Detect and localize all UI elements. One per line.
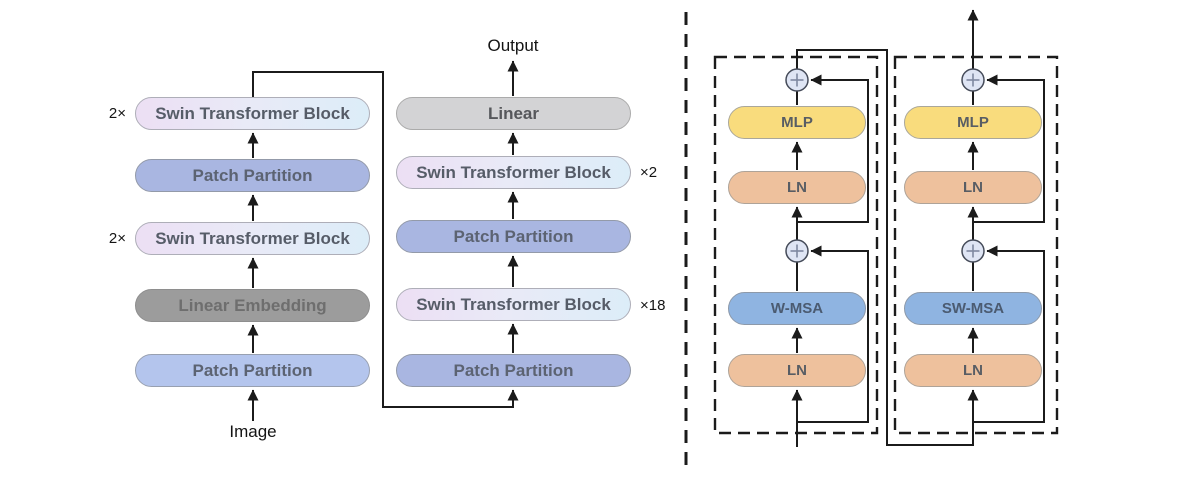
block-linear-head: Linear <box>396 97 631 130</box>
block1-wiring <box>791 49 979 447</box>
block1-add-top-icon <box>785 68 809 92</box>
block-linear-embedding: Linear Embedding <box>135 289 370 322</box>
block2-residual-lower <box>973 245 1045 423</box>
block1-ln-bottom: LN <box>728 354 866 387</box>
connector-block1-to-block2 <box>796 49 979 446</box>
block2-sw-msa: SW-MSA <box>904 292 1042 325</box>
block2-ln-bottom: LN <box>904 354 1042 387</box>
block-swin-transformer-stage3: Swin Transformer Block <box>396 156 631 189</box>
block-patch-partition-stage2: Patch Partition <box>396 354 631 387</box>
left-flow-arrows <box>247 60 519 421</box>
block1-mlp: MLP <box>728 106 866 139</box>
block1-add-bottom-icon <box>785 239 809 263</box>
block2-mlp: MLP <box>904 106 1042 139</box>
block2-add-top-icon <box>961 68 985 92</box>
block1-ln-top: LN <box>728 171 866 204</box>
connector-column1-to-column2 <box>252 71 519 408</box>
block-swin-transformer-stage1: Swin Transformer Block <box>135 97 370 130</box>
label-output: Output <box>487 36 539 55</box>
block2-wiring <box>967 9 1045 423</box>
block-patch-partition-stage3: Patch Partition <box>396 220 631 253</box>
block1-residual-upper <box>797 74 869 223</box>
label-image-input: Image <box>229 422 277 441</box>
label-multiplier-stage0: 2× <box>108 230 126 247</box>
block1-dashed-box <box>713 55 879 435</box>
block-swin-transformer-stage2: Swin Transformer Block <box>396 288 631 321</box>
block-patch-partition-input: Patch Partition <box>135 354 370 387</box>
label-multiplier-stage1: 2× <box>108 105 126 122</box>
block1-residual-lower <box>797 245 869 423</box>
block2-dashed-box <box>893 55 1059 435</box>
block-swin-transformer-stage0: Swin Transformer Block <box>135 222 370 255</box>
block2-residual-upper <box>973 74 1045 223</box>
label-multiplier-x2: ×2 <box>640 164 658 181</box>
label-multiplier-x18: ×18 <box>640 297 666 314</box>
block-patch-partition-stage1: Patch Partition <box>135 159 370 192</box>
block1-w-msa: W-MSA <box>728 292 866 325</box>
block2-ln-top: LN <box>904 171 1042 204</box>
block2-add-bottom-icon <box>961 239 985 263</box>
